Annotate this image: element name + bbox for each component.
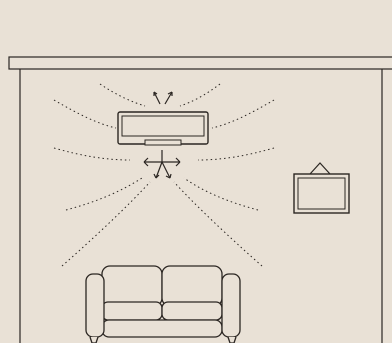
air-conditioner-icon xyxy=(118,112,208,145)
sofa-icon xyxy=(86,266,240,343)
ceiling-beam xyxy=(9,57,392,69)
